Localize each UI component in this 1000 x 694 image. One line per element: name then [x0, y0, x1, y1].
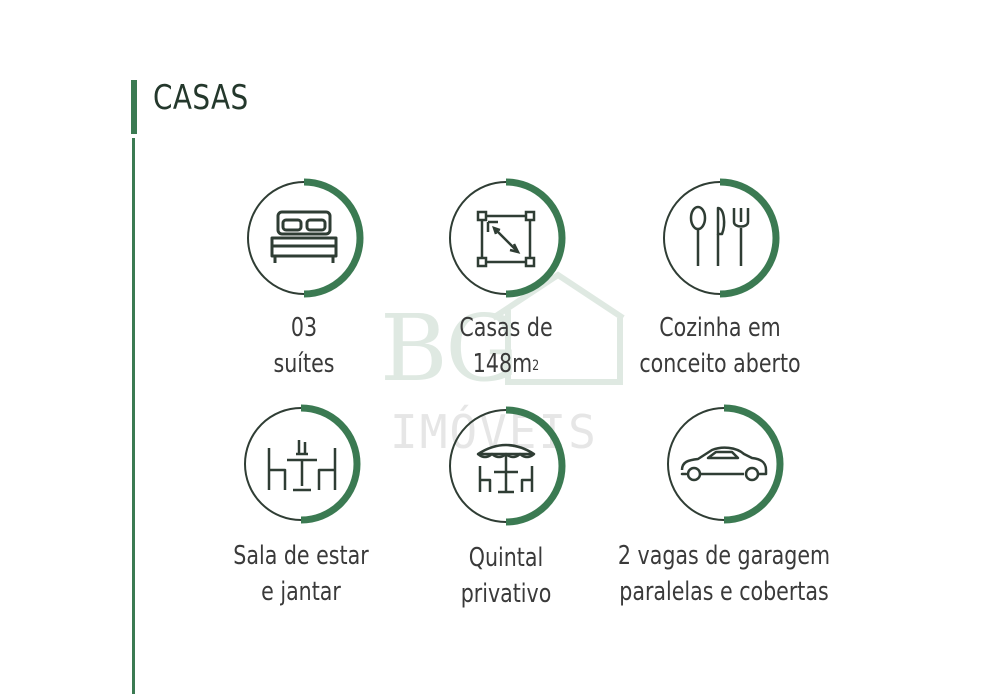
section-vertical-line	[132, 138, 135, 694]
feature-label-line1: 2 vagas de garagem	[617, 541, 831, 571]
feature-label-line1: Casas de	[459, 313, 553, 343]
feature-ring	[667, 404, 784, 524]
feature-ring	[244, 404, 361, 524]
car-icon	[680, 446, 768, 482]
feature-label-line1: 03	[290, 313, 318, 343]
feature-suites: 03 suítes	[184, 178, 424, 382]
feature-parking: 2 vagas de garagem paralelas e cobertas	[604, 404, 844, 610]
bed-icon	[270, 210, 338, 263]
dining-table-icon	[267, 440, 337, 492]
feature-living-dining: Sala de estar e jantar	[181, 404, 421, 610]
feature-area: Casas de 148m2	[386, 178, 626, 382]
feature-backyard: Quintal privativo	[386, 406, 626, 612]
feature-ring	[449, 178, 566, 298]
feature-label-line2: 148m2	[400, 346, 611, 382]
area-unit-sup: 2	[532, 358, 540, 374]
section-title: CASAS	[153, 78, 249, 118]
feature-label-line2: e jantar	[261, 577, 341, 607]
feature-label-line2: paralelas e cobertas	[619, 577, 829, 607]
feature-label-line2: suítes	[273, 349, 335, 379]
feature-label-line1: Cozinha em	[659, 313, 781, 343]
feature-label-line1: Sala de estar	[233, 541, 369, 571]
feature-label-line2: privativo	[460, 579, 552, 609]
area-value: 148m	[472, 349, 533, 379]
feature-label-line2: conceito aberto	[639, 349, 801, 379]
feature-ring	[247, 178, 364, 298]
area-icon	[476, 210, 536, 268]
patio-umbrella-icon	[476, 443, 536, 494]
feature-kitchen: Cozinha em conceito aberto	[600, 178, 840, 382]
section-accent-bar	[131, 80, 137, 134]
cutlery-icon	[689, 205, 750, 266]
feature-label-line1: Quintal	[468, 543, 544, 573]
feature-ring	[449, 406, 566, 526]
feature-ring	[663, 178, 780, 298]
